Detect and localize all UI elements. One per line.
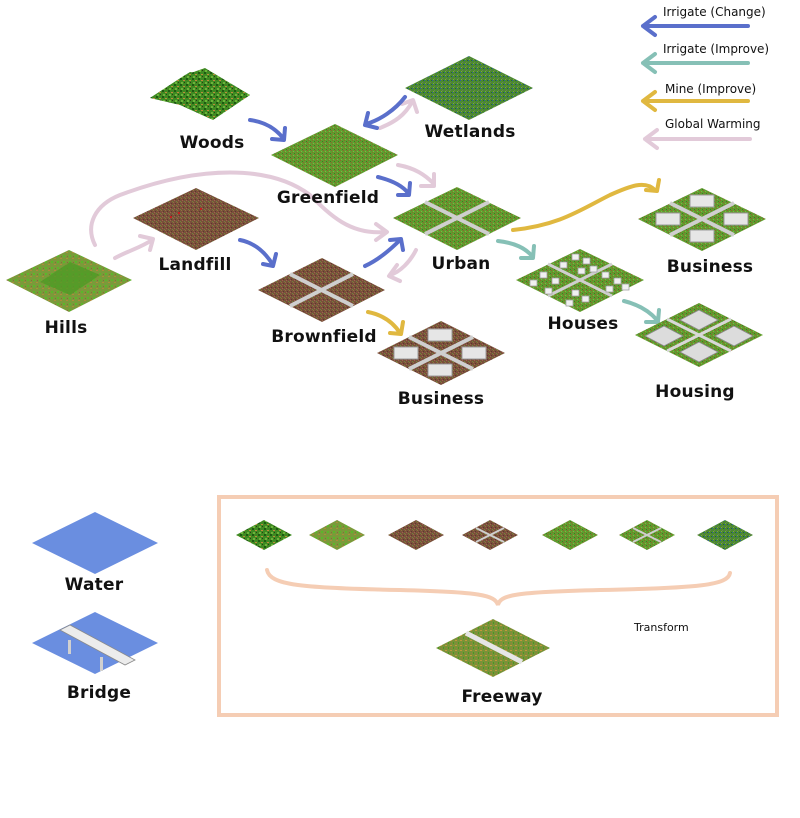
transform-tiles [236,520,753,550]
label-transform: Transform [634,621,689,634]
legend-arrows [641,15,752,150]
arrowhead [388,237,405,252]
mini-brownfield [462,520,518,550]
legend-arrow-global-warming [643,128,752,150]
label-brownfield: Brownfield [271,327,377,347]
legend-label-irrigate-improve: Irrigate (Improve) [663,42,770,56]
tile-freeway [436,619,550,677]
arrowhead [363,111,379,130]
label-landfill: Landfill [158,255,232,275]
label-wetlands: Wetlands [424,122,516,142]
arrow-urban-to-houses [496,239,534,258]
label-houses: Houses [547,314,619,334]
arrow-landfill-to-brownfield [238,238,275,267]
tile-greenfield [271,124,398,187]
transform-brace [265,568,732,606]
tile-hills [6,250,132,312]
arrowhead [270,126,287,142]
legend-label-irrigate-change: Irrigate (Change) [663,5,766,19]
arrow-houses-to-housing [622,299,659,322]
label-freeway: Freeway [461,687,543,707]
transform-box [217,495,779,717]
arrowhead [400,98,419,114]
label-urban: Urban [431,254,491,274]
label-greenfield: Greenfield [276,188,380,208]
arrow-hills-to-urban [89,170,387,247]
label-hills: Hills [44,318,88,338]
arrowhead [519,244,536,260]
arrowhead [388,320,405,336]
arrow-wetlands-to-greenfield [364,95,407,126]
tile-urban [393,187,521,250]
arrow-greenfield-to-urban [396,163,435,185]
label-woods: Woods [179,133,245,153]
arrowhead [644,178,661,193]
tile-business-bottom [377,321,505,385]
arrow-woods-to-greenfield [248,118,285,140]
arrow-hills-to-landfill [113,238,154,260]
tile-houses [516,249,644,312]
arrow-greenfield-to-urban-blue [376,175,410,195]
arrowhead [138,234,155,252]
arrowhead [419,172,436,188]
arrowhead [387,263,402,283]
mini-wetlands [697,520,753,550]
legend-arrow-irrigate-improve [641,52,750,74]
tile-bridge [32,612,158,674]
arrow-brownfield-to-urban [363,238,402,268]
tile-brownfield [258,258,385,322]
label-water: Water [64,575,124,595]
arrow-brownfield-to-business [366,310,402,335]
tile-water [32,512,158,574]
mini-hills [309,520,365,550]
label-bridge: Bridge [66,683,132,703]
arrowhead [374,222,389,242]
legend-arrow-irrigate-change [641,15,750,37]
tile-wetlands [405,56,533,120]
label-business-top: Business [666,257,754,277]
tile-business-top [638,188,766,251]
legend-label-mine-improve: Mine (Improve) [665,82,757,96]
arrowhead [644,308,661,324]
arrow-greenfield-to-wetlands [378,100,414,130]
mini-greenfield [542,520,598,550]
arrow-urban-to-business [511,182,657,232]
tile-housing [635,303,763,367]
legend-arrow-mine-improve [641,90,750,112]
legend-label-global-warming: Global Warming [665,117,761,131]
mini-urban [619,520,675,550]
tile-landfill [133,188,259,250]
arrowhead [396,181,412,197]
label-business-bottom: Business [397,389,485,409]
arrowhead [261,252,278,268]
label-housing: Housing [655,382,735,402]
mini-woods [236,520,292,550]
tile-woods [150,68,250,120]
mini-landfill [388,520,444,550]
